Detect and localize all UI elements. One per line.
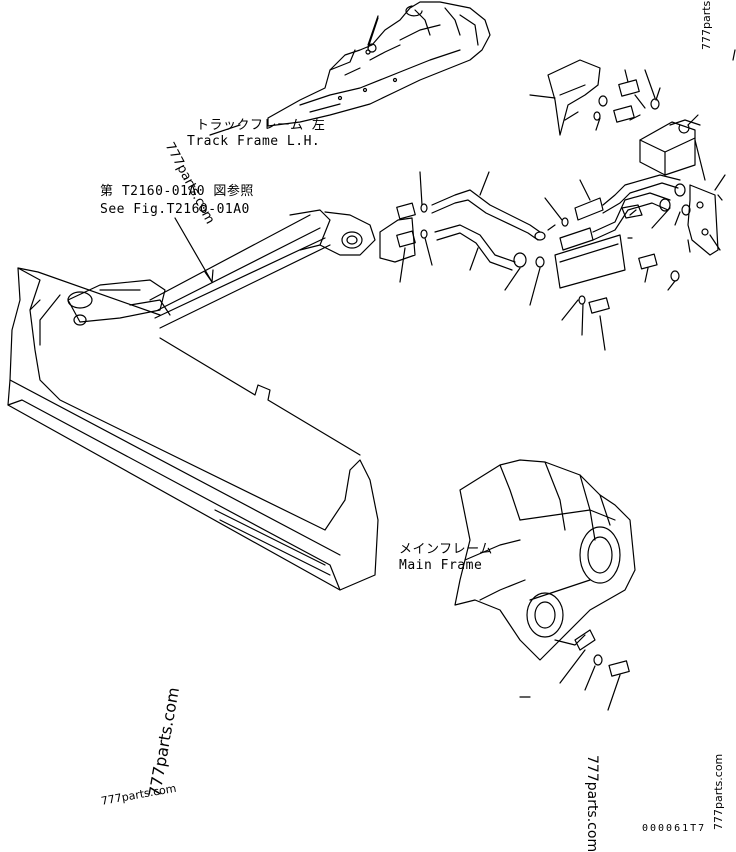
watermark: 777parts.com [700, 0, 713, 50]
reference-label-en: See Fig.T2160-01A0 [100, 202, 250, 217]
covers [547, 59, 706, 181]
reference-arrow [174, 217, 214, 283]
main-frame [454, 459, 636, 661]
watermark: 777parts.com [712, 753, 725, 830]
leader-lines [367, 15, 736, 711]
dozer-blade [7, 267, 379, 591]
main-frame-label-jp: メインフレーム [399, 542, 493, 557]
watermark: 777parts.com [584, 755, 600, 852]
bracket-right [687, 184, 723, 256]
reference-label-jp: 第 T2160-01A0 図参照 [100, 184, 254, 199]
bolts-top [593, 79, 690, 134]
track-frame-label-en: Track Frame L.H. [187, 134, 321, 149]
hydraulic-lines [379, 174, 691, 289]
track-frame-label-jp: トラックフレーム 左 [196, 118, 326, 133]
bolts-middle [578, 253, 680, 677]
drawing-code: 000061T7 [642, 823, 707, 834]
main-frame-label-en: Main Frame [399, 558, 483, 573]
tilt-cylinder [67, 209, 376, 329]
track-frame-lh [209, 1, 491, 136]
